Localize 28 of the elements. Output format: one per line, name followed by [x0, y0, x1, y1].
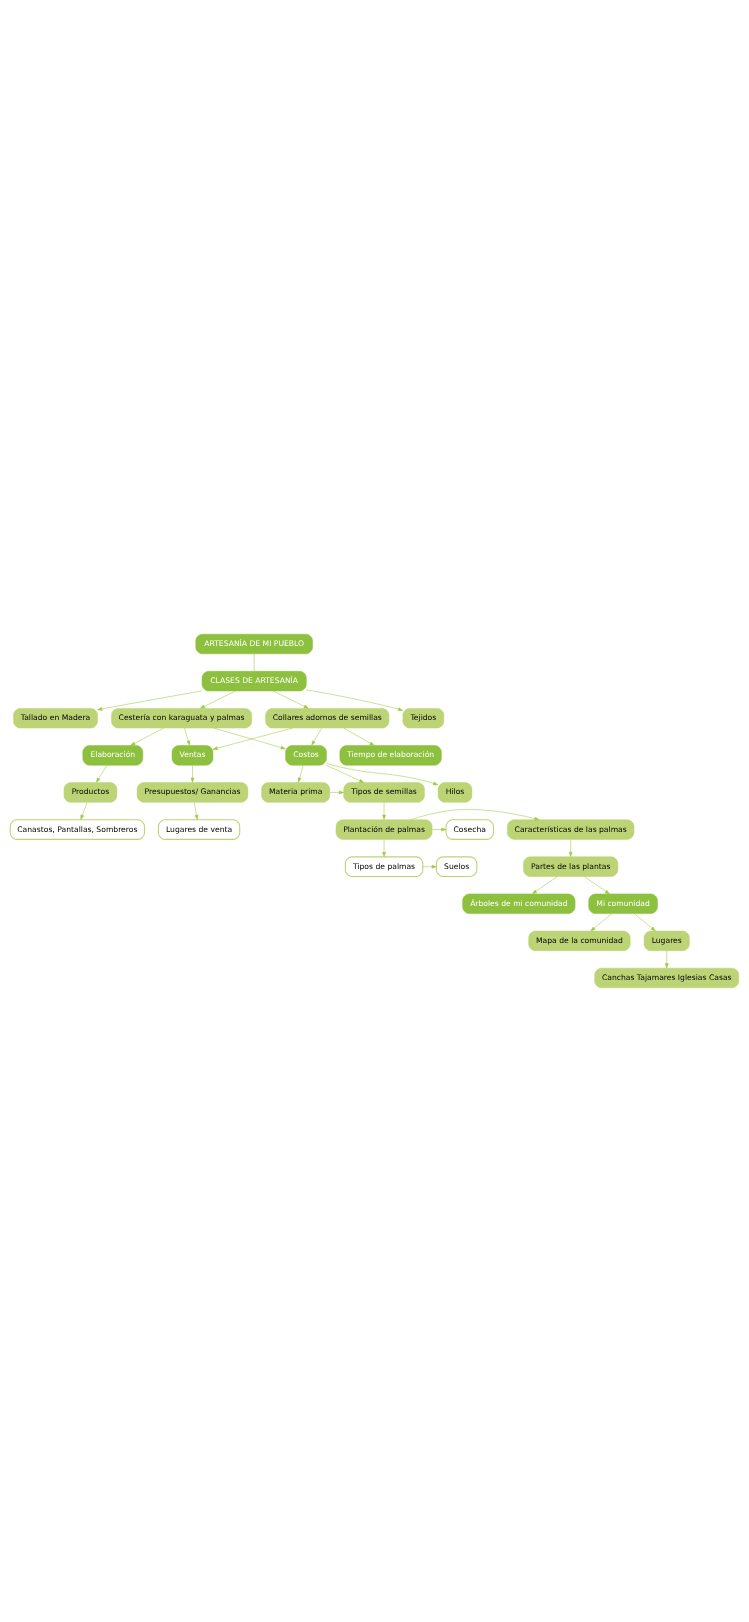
arrow	[382, 802, 386, 820]
arrow	[568, 839, 573, 857]
arrow	[329, 790, 344, 795]
arrow	[664, 950, 669, 969]
arrow	[410, 809, 540, 821]
arrow	[431, 827, 447, 832]
connector	[253, 653, 255, 672]
arrow	[584, 876, 610, 895]
arrow	[297, 765, 304, 783]
arrow	[184, 727, 191, 746]
arrow	[422, 864, 437, 869]
arrow	[190, 765, 195, 783]
arrow	[382, 839, 386, 857]
arrow	[193, 802, 199, 820]
arrow	[96, 765, 108, 783]
arrow	[80, 802, 88, 820]
arrow	[590, 913, 612, 932]
arrow	[130, 727, 164, 746]
arrow	[272, 690, 309, 709]
arrow	[306, 689, 404, 711]
arrow	[326, 764, 365, 783]
arrow	[200, 690, 236, 709]
arrow	[532, 876, 558, 895]
arrow	[326, 763, 439, 786]
arrow	[634, 913, 656, 932]
arrow	[311, 727, 322, 746]
arrow	[343, 727, 375, 746]
arrow	[97, 690, 203, 711]
